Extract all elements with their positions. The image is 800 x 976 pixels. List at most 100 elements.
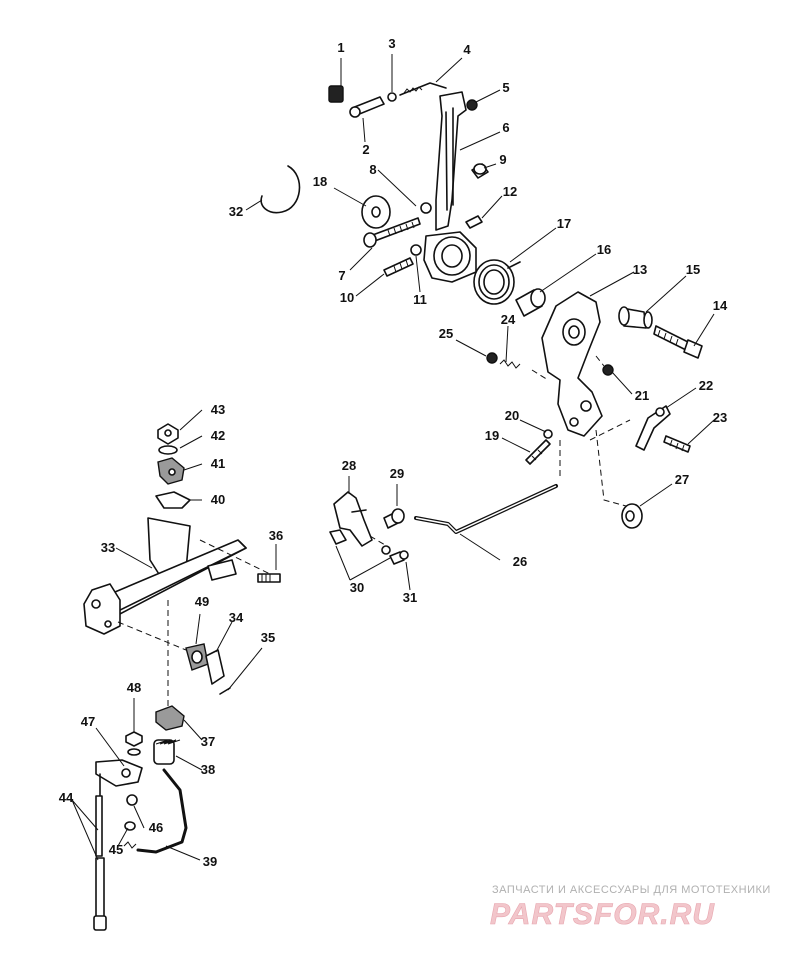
callout-15: 15 bbox=[686, 262, 700, 277]
callout-35: 35 bbox=[261, 630, 275, 645]
part-28-cam bbox=[333, 491, 373, 547]
callout-47: 47 bbox=[81, 714, 95, 729]
part-8-washer bbox=[420, 202, 432, 214]
watermark-logo: PARTSFOR.RU bbox=[490, 898, 715, 930]
part-49-block bbox=[185, 643, 209, 671]
left-stack bbox=[155, 423, 191, 509]
callout-36: 36 bbox=[269, 528, 283, 543]
part-23-screw bbox=[663, 435, 691, 453]
callout-21: 21 bbox=[635, 388, 649, 403]
part-12-pin bbox=[465, 215, 483, 229]
callout-32: 32 bbox=[229, 204, 243, 219]
callout-18: 18 bbox=[313, 174, 327, 189]
right-bracket-assembly bbox=[486, 288, 703, 529]
callout-17: 17 bbox=[557, 216, 571, 231]
callout-26: 26 bbox=[513, 554, 527, 569]
part-21-nut bbox=[602, 364, 614, 376]
callout-13: 13 bbox=[633, 262, 647, 277]
callout-10: 10 bbox=[340, 290, 354, 305]
callout-41: 41 bbox=[211, 456, 225, 471]
callout-48: 48 bbox=[127, 680, 141, 695]
part-4-rod bbox=[399, 82, 447, 96]
callout-45: 45 bbox=[109, 842, 123, 857]
part-11-nut bbox=[410, 244, 422, 256]
callout-40: 40 bbox=[211, 492, 225, 507]
callout-8: 8 bbox=[369, 162, 376, 177]
part-44-rod bbox=[93, 795, 107, 931]
part-15-bushing bbox=[618, 306, 653, 329]
part-14-bolt bbox=[653, 325, 703, 359]
part-24-spring bbox=[499, 359, 521, 369]
callout-14: 14 bbox=[713, 298, 728, 313]
part-6-throttle-arm bbox=[435, 91, 467, 231]
callout-4: 4 bbox=[463, 42, 471, 57]
part-48-nut bbox=[125, 731, 143, 756]
callout-42: 42 bbox=[211, 428, 225, 443]
part-34-gasket bbox=[205, 649, 225, 685]
callout-28: 28 bbox=[342, 458, 356, 473]
part-31-nut bbox=[399, 550, 409, 560]
callout-44: 44 bbox=[59, 790, 74, 805]
part-17-spring bbox=[473, 259, 521, 305]
callout-11: 11 bbox=[413, 292, 427, 307]
callout-31: 31 bbox=[403, 590, 417, 605]
part-5-nut bbox=[466, 99, 478, 111]
part-9-bushing bbox=[471, 163, 489, 179]
callout-23: 23 bbox=[713, 410, 727, 425]
callout-43: 43 bbox=[211, 402, 225, 417]
callout-34: 34 bbox=[229, 610, 244, 625]
callout-33: 33 bbox=[101, 540, 115, 555]
part-22-swivel bbox=[635, 405, 671, 451]
callout-16: 16 bbox=[597, 242, 611, 257]
callout-1: 1 bbox=[337, 40, 344, 55]
part-19-screw bbox=[525, 439, 551, 465]
watermark-tagline: ЗАПЧАСТИ И АКСЕССУАРЫ ДЛЯ МОТОТЕХНИКИ bbox=[492, 884, 771, 896]
callout-22: 22 bbox=[699, 378, 713, 393]
part-41-bracket bbox=[157, 457, 185, 485]
part-38-spring bbox=[153, 739, 181, 765]
part-1-block bbox=[328, 85, 344, 103]
callout-30: 30 bbox=[350, 580, 364, 595]
part-40-plate bbox=[155, 491, 191, 509]
part-7-screw bbox=[363, 217, 421, 248]
part-37-block bbox=[155, 705, 185, 731]
part-29-grommet bbox=[383, 508, 405, 529]
part-18-washer bbox=[361, 195, 391, 229]
callout-27: 27 bbox=[675, 472, 689, 487]
callout-38: 38 bbox=[201, 762, 215, 777]
callout-7: 7 bbox=[338, 268, 345, 283]
part-33-main-bracket bbox=[83, 517, 281, 710]
callout-5: 5 bbox=[502, 80, 509, 95]
part-2-pin bbox=[349, 96, 385, 118]
callout-29: 29 bbox=[390, 466, 404, 481]
callout-9: 9 bbox=[499, 152, 506, 167]
part-13-bracket bbox=[541, 291, 603, 437]
part-43-nut bbox=[157, 423, 179, 445]
callout-3: 3 bbox=[388, 36, 395, 51]
watermark-logo-text: PARTSFOR.RU bbox=[490, 898, 715, 930]
part-26-rod bbox=[414, 484, 558, 534]
part-27-bushing bbox=[621, 503, 643, 529]
callout-20: 20 bbox=[505, 408, 519, 423]
callout-39: 39 bbox=[203, 854, 217, 869]
callout-49: 49 bbox=[195, 594, 209, 609]
part-10-screw bbox=[383, 257, 414, 277]
part-25-nut bbox=[486, 352, 498, 364]
callout-12: 12 bbox=[503, 184, 517, 199]
part-32-retaining-ring bbox=[260, 165, 301, 214]
part-47-bracket bbox=[95, 759, 143, 797]
callout-46: 46 bbox=[149, 820, 163, 835]
callout-37: 37 bbox=[201, 734, 215, 749]
left-lower bbox=[153, 643, 231, 765]
callout-2: 2 bbox=[362, 142, 369, 157]
part-42-washer bbox=[158, 445, 178, 455]
callout-6: 6 bbox=[502, 120, 509, 135]
part-16-bushing bbox=[515, 288, 546, 317]
callout-24: 24 bbox=[501, 312, 516, 327]
throttle-cam-hub bbox=[423, 231, 477, 283]
callout-25: 25 bbox=[439, 326, 453, 341]
left-bottom bbox=[93, 731, 188, 931]
callout-19: 19 bbox=[485, 428, 499, 443]
leader-lines bbox=[71, 54, 715, 861]
